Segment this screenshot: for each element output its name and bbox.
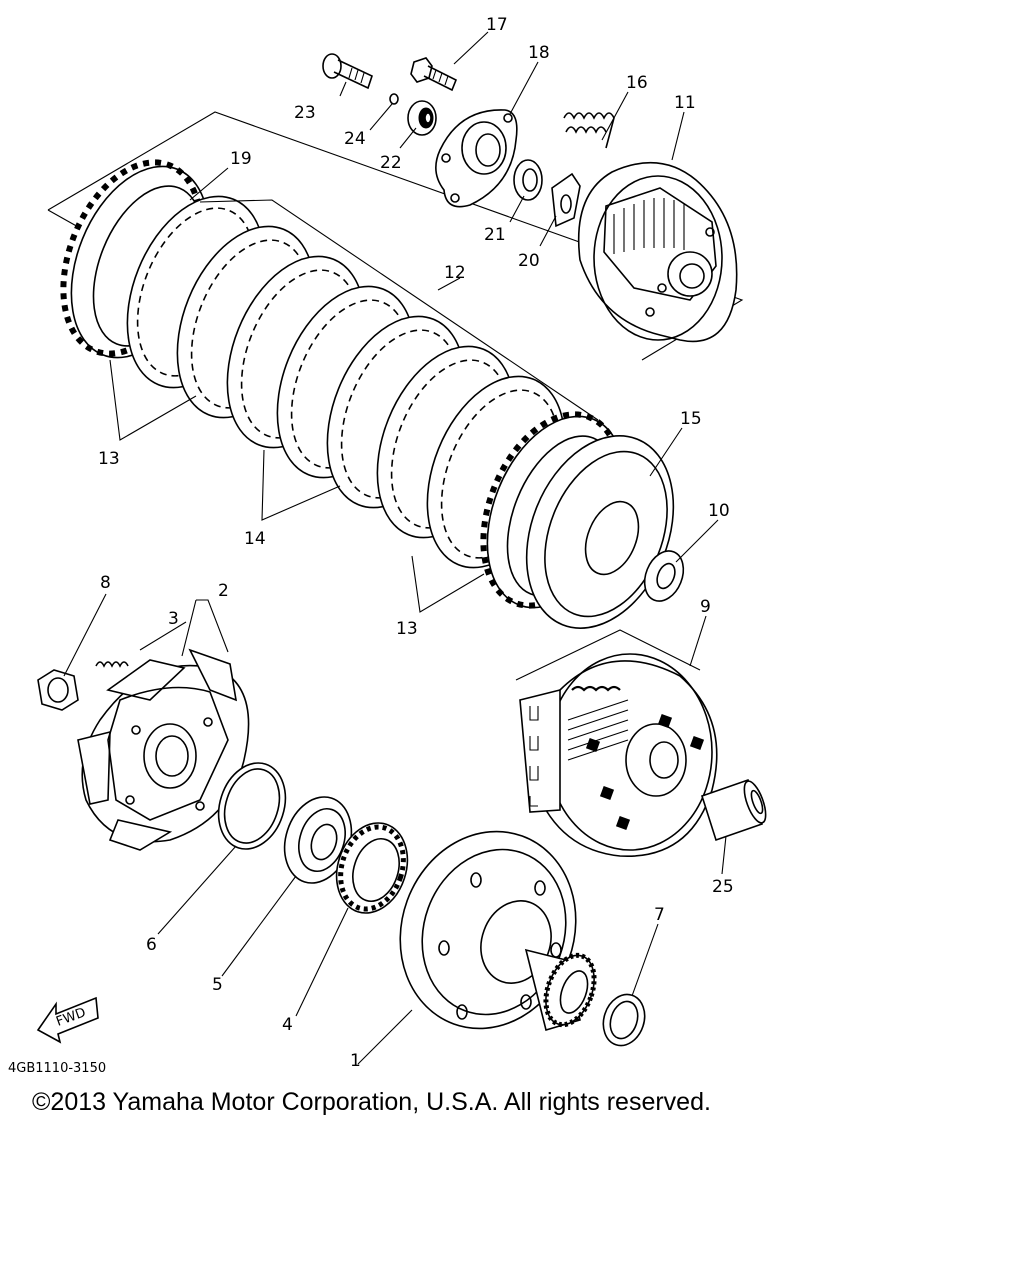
- fwd-arrow: FWD: [36, 996, 99, 1044]
- label-7: 7: [654, 905, 665, 925]
- label-19: 19: [230, 149, 252, 169]
- part-2-clutch-carrier: [77, 648, 250, 851]
- label-24: 24: [344, 129, 366, 149]
- label-13a: 13: [98, 449, 120, 469]
- part-4-one-way-clutch: [335, 822, 409, 914]
- copyright-notice: ©2013 Yamaha Motor Corporation, U.S.A. A…: [32, 1088, 711, 1116]
- label-6: 6: [146, 935, 157, 955]
- label-17: 17: [486, 15, 508, 35]
- part-5-bearing: [283, 796, 353, 884]
- diagram-code: 4GB1110-3150: [8, 1061, 106, 1076]
- leader-lines: [63, 31, 727, 1065]
- label-25: 25: [712, 877, 734, 897]
- label-18: 18: [528, 43, 550, 63]
- part-15-pressure-plate: [525, 435, 675, 629]
- part-21-ring: [513, 159, 543, 201]
- part-labels: 17 18 16 11 23 24 22 19 21 20 12 15 13 1…: [8, 15, 734, 1076]
- label-12: 12: [444, 263, 466, 283]
- part-23-bolt: [322, 53, 373, 90]
- part-11-clutch-boss: [577, 161, 738, 343]
- label-2: 2: [218, 581, 229, 601]
- label-1: 1: [350, 1051, 361, 1071]
- part-3-spring: [95, 661, 129, 668]
- label-3: 3: [168, 609, 179, 629]
- label-22: 22: [380, 153, 402, 173]
- label-10: 10: [708, 501, 730, 521]
- label-23: 23: [294, 103, 316, 123]
- part-20-washer: [551, 172, 581, 228]
- bracket-12: [199, 199, 599, 421]
- label-9: 9: [700, 597, 711, 617]
- part-25-collar: [701, 778, 767, 842]
- label-13b: 13: [396, 619, 418, 639]
- label-5: 5: [212, 975, 223, 995]
- part-24-o-ring: [389, 93, 399, 105]
- part-7-washer: [602, 993, 646, 1047]
- part-9-clutch-housing: [515, 629, 718, 857]
- part-8-nut: [37, 669, 79, 711]
- label-20: 20: [518, 251, 540, 271]
- part-22-bearing: [407, 100, 437, 136]
- clutch-exploded-diagram: FWD 17 18 16 11 23 24: [8, 15, 767, 1076]
- label-4: 4: [282, 1015, 293, 1035]
- part-17-bolt: [410, 57, 458, 92]
- label-14: 14: [244, 529, 266, 549]
- part-18-plate: [435, 109, 518, 208]
- label-16: 16: [626, 73, 648, 93]
- label-8: 8: [100, 573, 111, 593]
- label-15: 15: [680, 409, 702, 429]
- part-1-clutch-drum: [399, 830, 597, 1032]
- label-11: 11: [674, 93, 696, 113]
- part-6-washer: [217, 762, 287, 850]
- label-21: 21: [484, 225, 506, 245]
- part-10-circlip: [643, 550, 685, 602]
- part-16-spring: [563, 112, 615, 149]
